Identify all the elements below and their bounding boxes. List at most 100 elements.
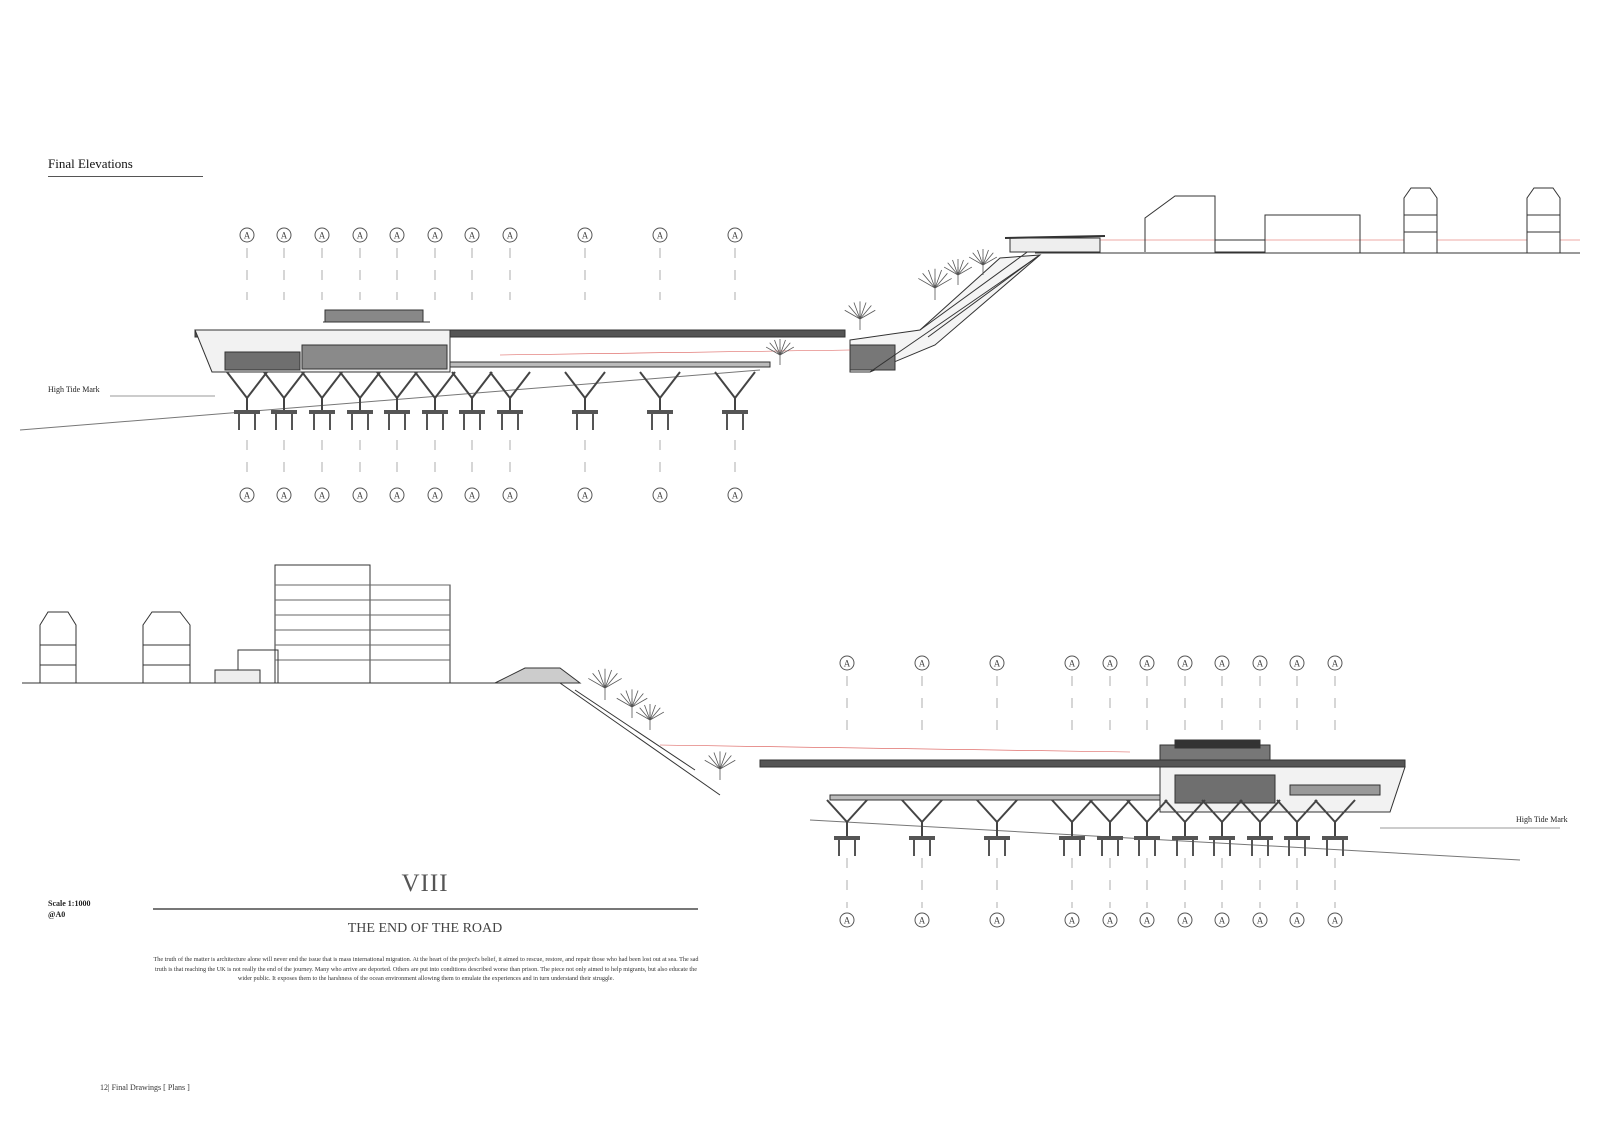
grid-marker: A [389, 227, 405, 243]
grid-marker-label: A [281, 231, 288, 241]
grid-marker: A [989, 655, 1005, 671]
tree [844, 301, 876, 330]
scale-sheet: @A0 [48, 910, 66, 919]
grid-marker-label: A [394, 491, 401, 501]
grid-marker: A [276, 227, 292, 243]
grid-marker-label: A [1182, 916, 1189, 926]
tree [968, 249, 998, 275]
grid-marker-label: A [732, 231, 739, 241]
chapter-title: THE END OF THE ROAD [347, 921, 503, 936]
page-footer: 12| Final Drawings [ Plans ] [100, 1083, 190, 1092]
section-title-underline [48, 176, 203, 177]
grid-marker-label: A [1294, 916, 1301, 926]
grid-marker-label: A [432, 491, 439, 501]
scale-note: Scale 1:1000 @A0 [48, 898, 90, 920]
grid-marker-label: A [844, 916, 851, 926]
grid-marker: A [1177, 912, 1193, 928]
grid-marker-label: A [844, 659, 851, 669]
grid-marker-label: A [1332, 916, 1339, 926]
grid-marker: A [314, 487, 330, 503]
grid-marker: A [1327, 912, 1343, 928]
grid-marker: A [914, 912, 930, 928]
grid-marker-label: A [582, 231, 589, 241]
grid-marker-label: A [1332, 659, 1339, 669]
grid-marker-label: A [507, 231, 514, 241]
pier [1089, 799, 1131, 856]
grid-marker: A [502, 227, 518, 243]
grid-marker: A [1064, 912, 1080, 928]
grid-marker-label: A [919, 659, 926, 669]
grid-marker-label: A [1257, 659, 1264, 669]
grid-marker-label: A [281, 491, 288, 501]
grid-marker-label: A [994, 659, 1001, 669]
grid-marker-label: A [244, 231, 251, 241]
grid-marker: A [1064, 655, 1080, 671]
pier [1314, 799, 1356, 856]
grid-marker-label: A [732, 491, 739, 501]
grid-marker: A [1252, 912, 1268, 928]
grid-marker: A [276, 487, 292, 503]
grid-marker: A [1289, 655, 1305, 671]
grid-marker: A [464, 227, 480, 243]
grid-marker-label: A [469, 491, 476, 501]
chapter-divider [153, 908, 698, 910]
tree [704, 751, 736, 780]
grid-marker: A [652, 487, 668, 503]
pier [1239, 799, 1281, 856]
pier-structures [226, 371, 1356, 856]
grid-marker: A [352, 487, 368, 503]
grid-marker: A [239, 487, 255, 503]
pier [489, 371, 531, 430]
pier [1126, 799, 1168, 856]
grid-marker: A [989, 912, 1005, 928]
bottom-elevation [22, 564, 1560, 861]
pier [414, 371, 456, 430]
pier [564, 371, 606, 430]
grid-marker-label: A [1107, 916, 1114, 926]
grid-marker: A [1214, 655, 1230, 671]
grid-marker: A [1139, 912, 1155, 928]
grid-marker-label: A [319, 231, 326, 241]
tree [918, 268, 952, 300]
grid-marker: A [577, 227, 593, 243]
grid-marker: A [1139, 655, 1155, 671]
grid-marker: A [239, 227, 255, 243]
chapter-number: VIII [401, 870, 449, 897]
grid-marker-label: A [1219, 659, 1226, 669]
grid-marker: A [1289, 912, 1305, 928]
pier [901, 799, 943, 856]
grid-marker: A [577, 487, 593, 503]
tree [635, 704, 665, 730]
tree [588, 668, 622, 700]
pier [376, 371, 418, 430]
pier [976, 799, 1018, 856]
grid-marker-label: A [657, 491, 664, 501]
grid-marker: A [427, 487, 443, 503]
pier [639, 371, 681, 430]
pier [263, 371, 305, 430]
grid-marker-label: A [469, 231, 476, 241]
body-paragraph: The truth of the matter is architecture … [153, 956, 699, 983]
grid-marker: A [839, 655, 855, 671]
grid-marker: A [1252, 655, 1268, 671]
grid-marker: A [427, 227, 443, 243]
grid-marker-label: A [432, 231, 439, 241]
pier [1276, 799, 1318, 856]
grid-marker-label: A [1069, 659, 1076, 669]
grid-marker-label: A [244, 491, 251, 501]
pier [1201, 799, 1243, 856]
tree [765, 339, 795, 365]
grid-marker: A [1177, 655, 1193, 671]
top-elevation [19, 187, 1580, 431]
grid-marker: A [352, 227, 368, 243]
grid-marker-label: A [394, 231, 401, 241]
grid-marker-label: A [1144, 659, 1151, 669]
grid-marker: A [1327, 655, 1343, 671]
pier [1164, 799, 1206, 856]
grid-marker-label: A [1294, 659, 1301, 669]
grid-marker-label: A [1219, 916, 1226, 926]
grid-marker-label: A [507, 491, 514, 501]
pier [226, 371, 268, 430]
grid-marker: A [652, 227, 668, 243]
grid-marker-label: A [1069, 916, 1076, 926]
